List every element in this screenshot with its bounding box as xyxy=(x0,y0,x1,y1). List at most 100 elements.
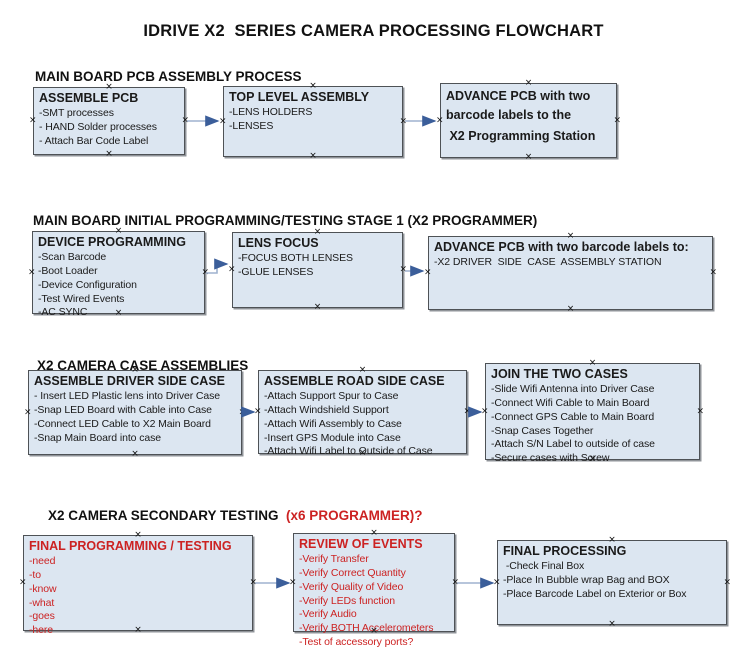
box-title: ADVANCE PCB with two barcode labels to: xyxy=(434,240,689,254)
box-item: -Connect GPS Cable to Main Board xyxy=(491,410,655,423)
box-item: -Verify Audio xyxy=(299,608,357,621)
connection-handle-icon: × xyxy=(309,151,317,161)
box-item: -Secure cases with Screw xyxy=(491,452,610,465)
heading-text: X2 CAMERA CASE ASSEMBLIES xyxy=(37,358,249,373)
box-title: JOIN THE TWO CASES xyxy=(491,367,628,381)
box-items: -Slide Wifi Antenna into Driver Case-Con… xyxy=(491,383,694,466)
box-item: -here xyxy=(29,624,54,637)
connection-handle-icon: × xyxy=(181,115,189,126)
box-item: -Verify Quality of Video xyxy=(299,580,404,593)
box-item: -Attach Wifi Label to Outside of Case xyxy=(264,445,433,458)
flow-box-advance-to-driver-side-station: ADVANCE PCB with two barcode labels to: … xyxy=(424,232,717,314)
box-items: -Verify Transfer-Verify Correct Quantity… xyxy=(299,553,449,650)
box-item: -Snap Cases Together xyxy=(491,424,594,437)
box-items: -SMT processes- HAND Solder processes- A… xyxy=(39,107,179,149)
connection-handle-icon: × xyxy=(493,577,501,587)
box-items: -FOCUS BOTH LENSES-GLUE LENSES xyxy=(238,252,397,280)
box-item: -Snap Main Board into case xyxy=(34,431,161,444)
box-item: -Connect Wifi Cable to Main Board xyxy=(491,396,650,409)
connection-handle-icon: × xyxy=(114,308,123,318)
box-item: -Boot Loader xyxy=(38,264,98,277)
flow-box-final-programming-testing: FINAL PROGRAMMING / TESTING -need-to-kno… xyxy=(19,531,257,637)
connection-handle-icon: × xyxy=(399,116,407,126)
box-item: -AC SYNC xyxy=(38,306,88,319)
heading-text: X2 CAMERA SECONDARY TESTING xyxy=(48,508,283,523)
connection-handle-icon: × xyxy=(254,406,262,417)
box-item: -Place In Bubble wrap Bag and BOX xyxy=(503,573,670,586)
heading-text: MAIN BOARD INITIAL PROGRAMMING/TESTING S… xyxy=(33,213,538,228)
connection-handle-icon: × xyxy=(289,577,297,587)
flow-box-lens-focus: LENS FOCUS -FOCUS BOTH LENSES-GLUE LENSE… xyxy=(228,228,407,312)
connection-handle-icon: × xyxy=(313,302,322,312)
connection-handle-icon: × xyxy=(709,267,717,278)
box-title: LENS FOCUS xyxy=(238,236,319,250)
box-item: -FOCUS BOTH LENSES xyxy=(238,252,353,264)
connection-handle-icon: × xyxy=(524,78,533,88)
box-title: REVIEW OF EVENTS xyxy=(299,537,423,551)
box-item: -Scan Barcode xyxy=(38,251,107,263)
box-items: -LENS HOLDERS-LENSES xyxy=(229,106,397,134)
connection-handle-icon: × xyxy=(219,116,227,126)
connection-handle-icon: × xyxy=(370,626,378,636)
box-item: -Place Barcode Label on Exterior or Box xyxy=(503,587,687,600)
box-items: - Insert LED Plastic lens into Driver Ca… xyxy=(34,390,236,445)
connection-handle-icon: × xyxy=(24,407,32,417)
connection-handle-icon: × xyxy=(588,358,597,368)
flow-box-advance-to-programming-station: ADVANCE PCB with two barcode labels to t… xyxy=(436,79,621,162)
flow-box-join-the-two-cases: JOIN THE TWO CASES -Slide Wifi Antenna i… xyxy=(481,359,704,465)
connection-handle-icon: × xyxy=(114,226,123,236)
connection-handle-icon: × xyxy=(566,304,575,314)
box-items: -X2 DRIVER SIDE CASE ASSEMBLY STATION xyxy=(434,256,707,270)
connection-handle-icon: × xyxy=(481,406,489,416)
connection-handle-icon: × xyxy=(134,530,142,540)
flow-box-assemble-driver-side-case: ASSEMBLE DRIVER SIDE CASE - Insert LED P… xyxy=(24,366,246,459)
connection-handle-icon: × xyxy=(613,115,621,125)
box-item: -Verify Transfer xyxy=(299,553,369,565)
section-heading-secondary-testing: X2 CAMERA SECONDARY TESTING (x6 PROGRAMM… xyxy=(33,493,423,538)
connection-handle-icon: × xyxy=(29,115,37,126)
box-item: -know xyxy=(29,582,57,595)
box-title: ASSEMBLE ROAD SIDE CASE xyxy=(264,374,445,388)
box-item: -Check Final Box xyxy=(503,560,585,572)
box-item: -LENSES xyxy=(229,119,274,132)
connection-handle-icon: × xyxy=(436,115,444,125)
box-item: -X2 DRIVER SIDE CASE ASSEMBLY STATION xyxy=(434,256,662,268)
heading-text-red: (x6 PROGRAMMER)? xyxy=(282,508,423,523)
box-title: ASSEMBLE PCB xyxy=(39,91,139,105)
box-item: -LENS HOLDERS xyxy=(229,106,313,118)
connection-handle-icon: × xyxy=(463,406,471,417)
connection-handle-icon: × xyxy=(588,454,597,464)
connection-handle-icon: × xyxy=(358,365,367,375)
box-item: -what xyxy=(29,596,55,609)
connection-handle-icon: × xyxy=(370,528,378,538)
box-item: -need xyxy=(29,555,56,567)
connection-handle-icon: × xyxy=(524,152,533,162)
box-item: X2 Programming Station xyxy=(446,128,596,143)
connection-handle-icon: × xyxy=(399,264,407,275)
connection-handle-icon: × xyxy=(566,231,575,241)
box-item: - HAND Solder processes xyxy=(39,120,157,133)
connection-handle-icon: × xyxy=(358,448,367,458)
connection-handle-icon: × xyxy=(309,81,317,91)
box-item: -Test of accessory ports? xyxy=(299,636,414,649)
connection-handle-icon: × xyxy=(424,267,432,278)
section-heading-initial-programming: MAIN BOARD INITIAL PROGRAMMING/TESTING S… xyxy=(18,198,537,243)
box-items: -Check Final Box-Place In Bubble wrap Ba… xyxy=(503,560,721,602)
connection-handle-icon: × xyxy=(28,267,36,277)
box-item: -Attach S/N Label to outside of case xyxy=(491,438,655,451)
box-title: DEVICE PROGRAMMING xyxy=(38,235,186,249)
connection-handle-icon: × xyxy=(238,407,246,417)
connection-handle-icon: × xyxy=(228,264,236,275)
box-item: -Attach Support Spur to Case xyxy=(264,390,399,402)
box-item: -Snap LED Board with Cable into Case xyxy=(34,403,212,416)
box-items: -Scan Barcode-Boot Loader-Device Configu… xyxy=(38,251,199,320)
box-item: -Verify LEDs function xyxy=(299,594,395,607)
connection-handle-icon: × xyxy=(313,227,322,237)
connection-handle-icon: × xyxy=(134,625,142,635)
connection-handle-icon: × xyxy=(201,267,209,277)
box-title: TOP LEVEL ASSEMBLY xyxy=(229,90,370,104)
box-item: -GLUE LENSES xyxy=(238,265,314,278)
box-title: ADVANCE PCB with two barcode labels to t… xyxy=(446,89,594,123)
connection-handle-icon: × xyxy=(696,406,704,416)
